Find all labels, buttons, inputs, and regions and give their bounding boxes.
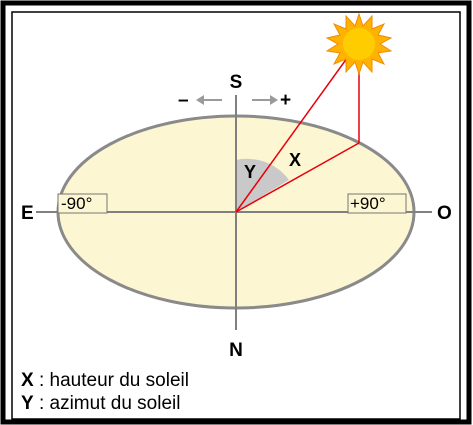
legend-x: X : hauteur du soleil xyxy=(21,370,189,392)
angle-y-label: Y xyxy=(244,162,256,182)
plus-label: + xyxy=(280,90,291,111)
angle-x-label: X xyxy=(289,150,301,170)
left-degree-label: -90° xyxy=(61,194,92,213)
east-label: E xyxy=(21,203,34,224)
west-label: O xyxy=(437,203,452,224)
legend-y: Y : azimut du soleil xyxy=(21,393,180,415)
legend-y-symbol: Y xyxy=(21,393,34,414)
right-degree-label: +90° xyxy=(350,194,386,213)
minus-label: – xyxy=(178,90,189,111)
south-label: S xyxy=(230,72,243,93)
north-label: N xyxy=(229,340,243,361)
legend-x-symbol: X xyxy=(21,370,34,391)
legend-y-text: : azimut du soleil xyxy=(34,393,181,414)
legend-x-text: : hauteur du soleil xyxy=(34,370,189,391)
